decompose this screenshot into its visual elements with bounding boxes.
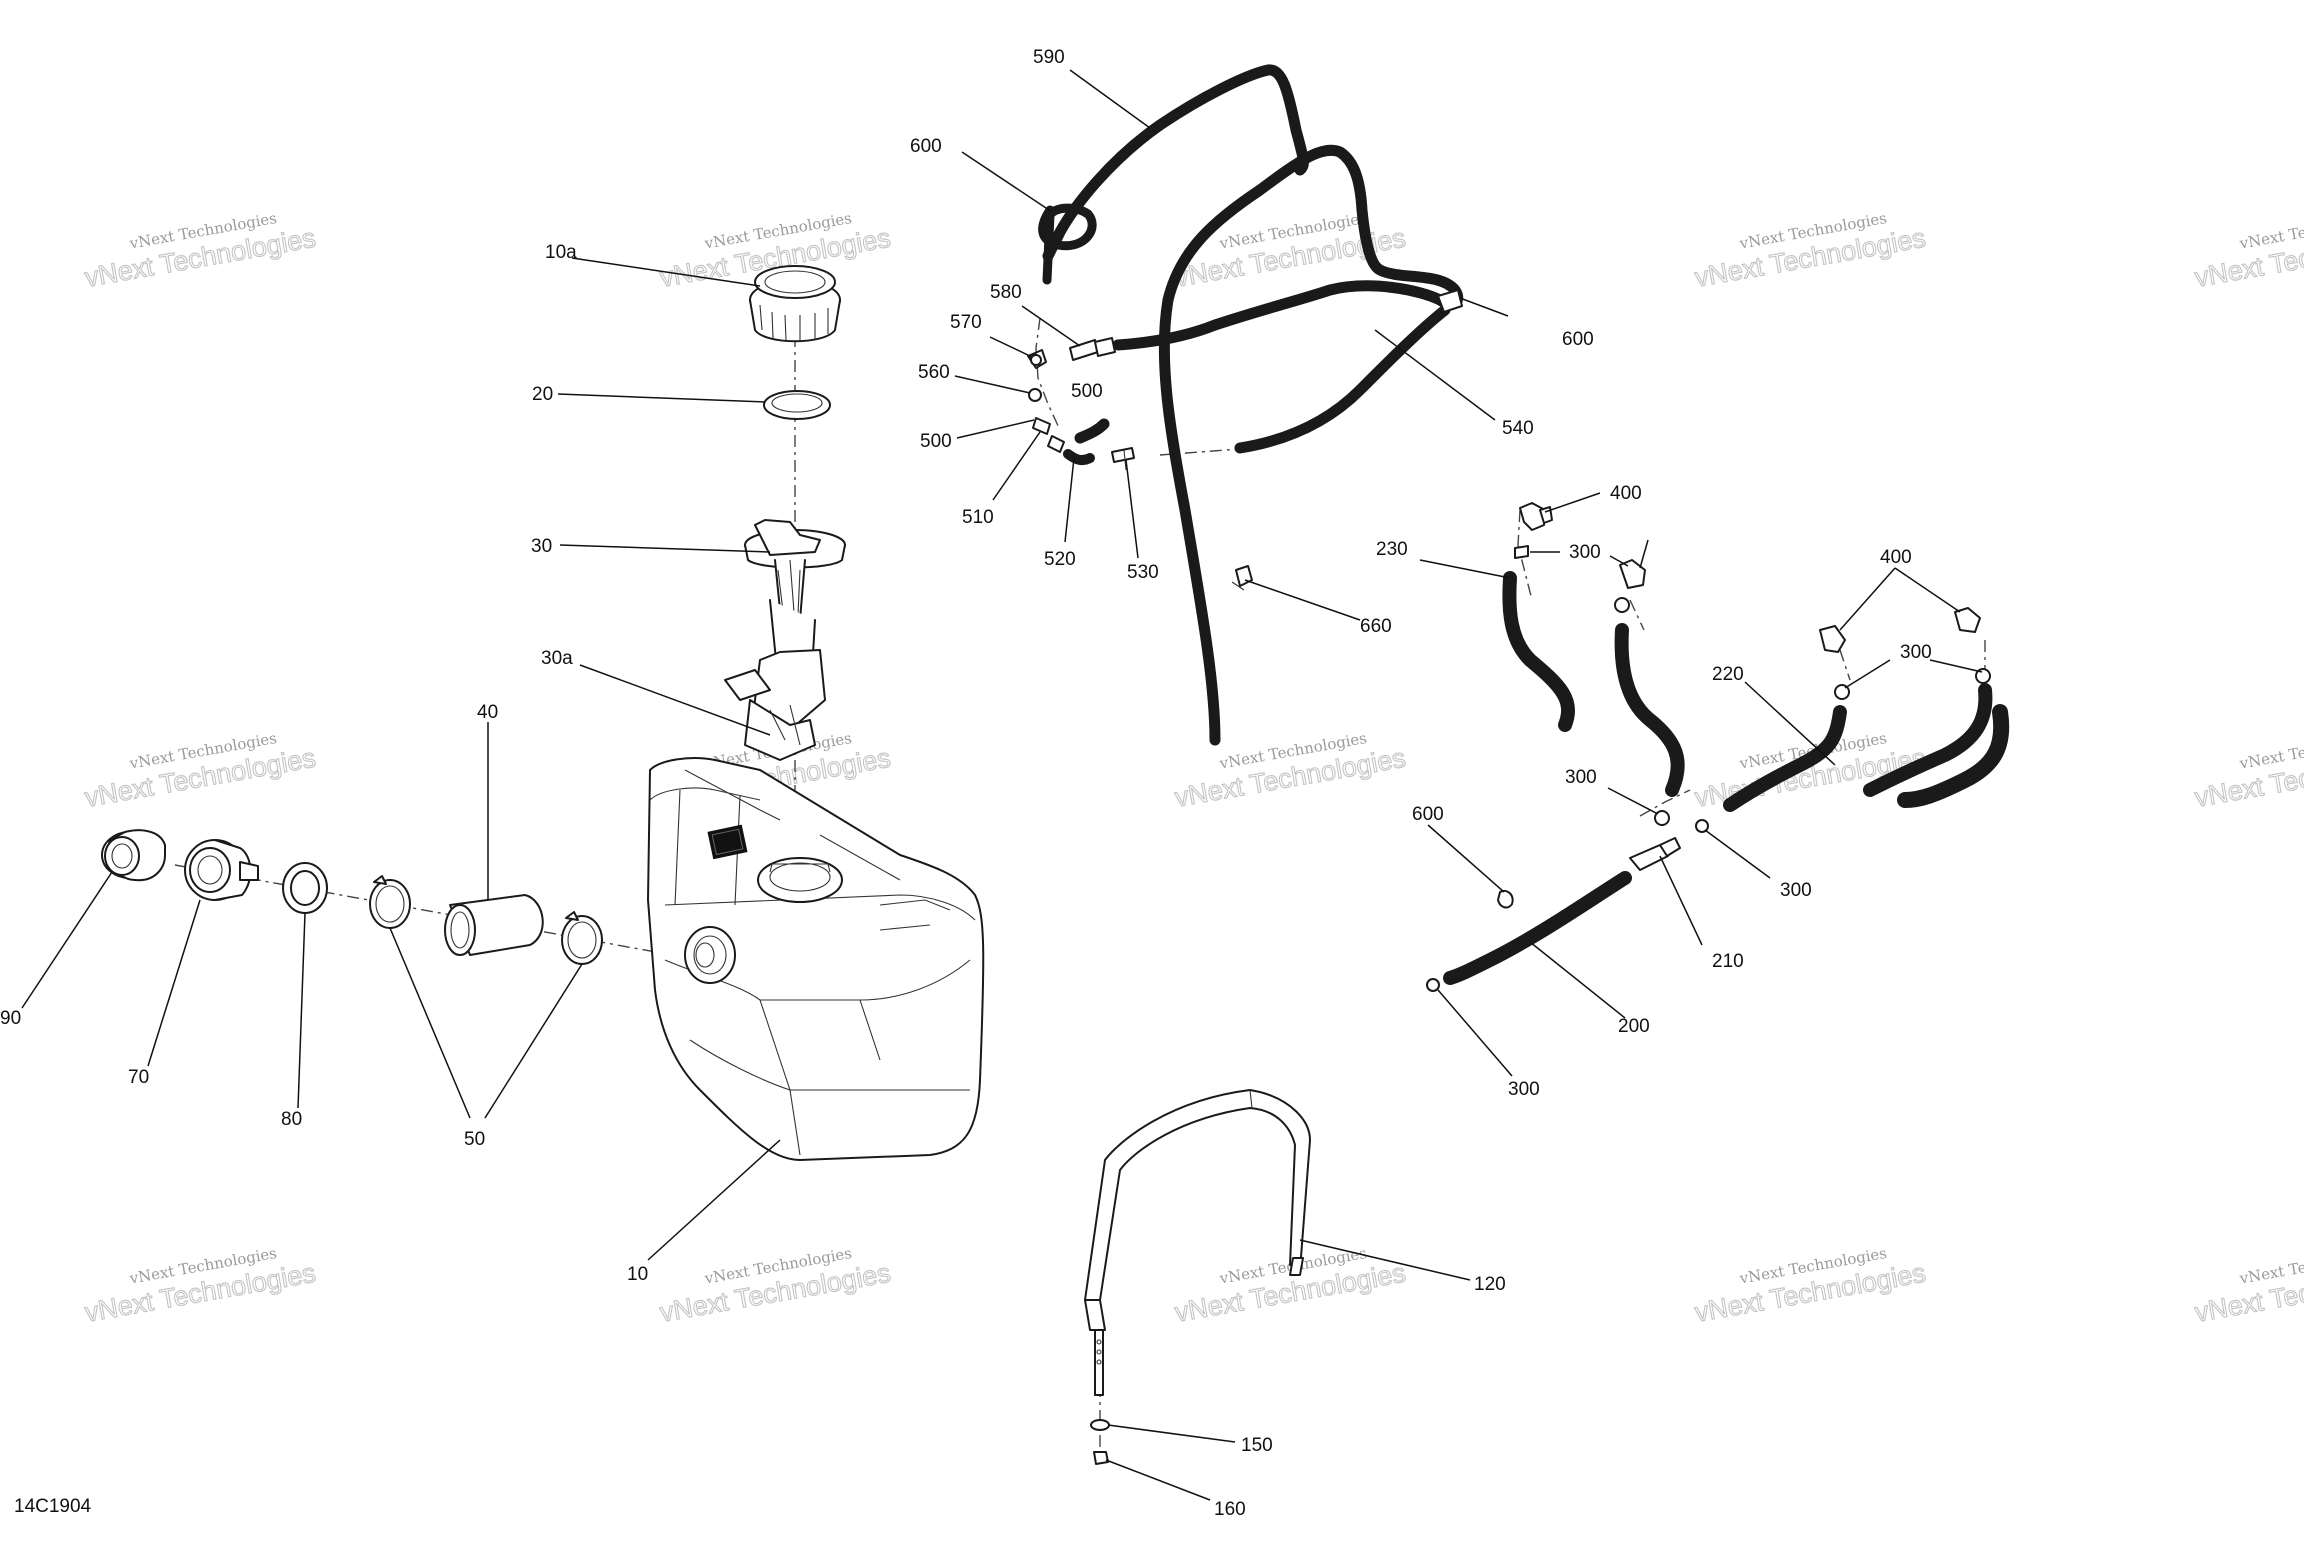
watermark: vNext Technologies vNext Technologies	[1692, 209, 1928, 293]
leader-lines	[21, 69, 1983, 1501]
callout-590: 590	[1033, 47, 1065, 68]
fuel-tank-10	[647, 757, 985, 1161]
fuel-pump-30	[724, 519, 846, 761]
callout-220: 220	[1712, 664, 1744, 685]
callout-510: 510	[962, 507, 994, 528]
filler-port	[684, 926, 736, 984]
watermark: vNext Technologies vNext Technologies	[2192, 209, 2304, 293]
callout-580: 580	[990, 282, 1022, 303]
callout-300-bottom: 300	[1508, 1079, 1540, 1100]
watermark: vNext Technologies vNext Technologies	[82, 1244, 318, 1328]
assembly-axes	[174, 310, 1986, 1455]
clip-600-right	[1437, 289, 1463, 313]
callout-20: 20	[532, 384, 553, 405]
watermarks: vNext Technologies vNext Technologies vN…	[82, 209, 2304, 1328]
callout-120: 120	[1474, 1274, 1506, 1295]
callout-230: 230	[1376, 539, 1408, 560]
clamp-300-e	[1654, 810, 1670, 826]
tee-530	[1111, 447, 1135, 463]
callout-600-right: 600	[1562, 329, 1594, 350]
callout-560: 560	[918, 362, 950, 383]
tank-label-plate	[707, 824, 748, 860]
clamp-300-b	[1614, 597, 1630, 613]
callout-500-top: 500	[1071, 381, 1103, 402]
grommet-80	[282, 862, 328, 914]
callout-400-top: 400	[1610, 483, 1642, 504]
watermark: vNext Technologies vNext Technologies	[2192, 729, 2304, 813]
lock-ring-10a	[749, 265, 841, 343]
callout-40: 40	[477, 702, 498, 723]
callout-600-lower: 600	[1412, 804, 1444, 825]
filler-axis-line	[174, 864, 701, 961]
vent-hose-assembly	[1038, 64, 1464, 746]
callout-530: 530	[1127, 562, 1159, 583]
callout-570: 570	[950, 312, 982, 333]
callout-30: 30	[531, 536, 552, 557]
callout-50: 50	[464, 1129, 485, 1150]
hose-40	[444, 894, 544, 956]
elbow-400-b	[1619, 559, 1646, 589]
vent-fittings	[1027, 337, 1135, 471]
connector-axis-line	[1639, 789, 1691, 817]
seal-20	[763, 390, 831, 420]
callout-300-top: 300	[1569, 542, 1601, 563]
clamp-300-f	[1695, 819, 1709, 833]
callout-90: 90	[0, 1008, 21, 1029]
pump-opening	[757, 857, 843, 903]
elbow-400-c	[1819, 625, 1846, 653]
watermark: vNext Technologies vNext Technologies	[82, 209, 318, 293]
hose-fitting-axis-lines	[1517, 509, 1986, 681]
filler-neck-70	[184, 839, 259, 901]
clamp-300-a	[1514, 545, 1529, 559]
fitting-560	[1028, 388, 1042, 402]
callout-660: 660	[1360, 616, 1392, 637]
callout-labels: 590 600 10a 20 30 30a 580 570 560 500 50…	[0, 47, 1932, 1520]
callout-540: 540	[1502, 418, 1534, 439]
callout-30a: 30a	[541, 648, 573, 669]
diagram-code: 14C1904	[14, 1496, 92, 1517]
callout-10: 10	[627, 1264, 648, 1285]
clamp-300-g	[1426, 978, 1440, 992]
callout-160: 160	[1214, 1499, 1246, 1520]
clip-600-lower	[1497, 890, 1514, 909]
watermark: vNext Technologies vNext Technologies	[1172, 729, 1408, 813]
callout-150: 150	[1241, 1435, 1273, 1456]
fitting-510	[1032, 417, 1051, 435]
fuel-hoses-right	[1426, 502, 2010, 992]
callout-210: 210	[1712, 951, 1744, 972]
callout-70: 70	[128, 1067, 149, 1088]
watermark: vNext Technologies vNext Technologies	[1692, 1244, 1928, 1328]
watermark: vNext Technologies vNext Technologies	[657, 1244, 893, 1328]
nut-160	[1093, 1451, 1109, 1465]
callout-500-left: 500	[920, 431, 952, 452]
callout-80: 80	[281, 1109, 302, 1130]
vent-fitting-axis-line	[1035, 317, 1061, 431]
watermark: vNext Technologies vNext Technologies	[82, 729, 318, 813]
elbow-400-a	[1519, 502, 1546, 531]
hose-middle	[1614, 623, 1685, 797]
tank-strap-120	[1084, 1089, 1311, 1396]
callout-400-right: 400	[1880, 547, 1912, 568]
callout-300-right: 300	[1900, 642, 1932, 663]
clamp-50-left	[369, 875, 411, 929]
watermark: vNext Technologies vNext Technologies	[1172, 1244, 1408, 1328]
fitting-580	[1069, 339, 1099, 361]
clamp-300-d	[1975, 668, 1991, 684]
elbow-400-d	[1954, 607, 1981, 633]
callout-520: 520	[1044, 549, 1076, 570]
callout-200: 200	[1618, 1016, 1650, 1037]
callout-300-lower-right: 300	[1780, 880, 1812, 901]
hose-540-return	[1234, 304, 1451, 454]
callout-600: 600	[910, 136, 942, 157]
watermark: vNext Technologies vNext Technologies	[2192, 1244, 2304, 1328]
washer-150	[1090, 1419, 1110, 1431]
clamp-50-right	[561, 911, 603, 965]
clip-660	[1235, 565, 1253, 587]
pump-float-arm	[724, 669, 771, 701]
callout-10a: 10a	[545, 242, 577, 263]
callout-300-mid: 300	[1565, 767, 1597, 788]
filler-cap-90	[101, 829, 166, 882]
